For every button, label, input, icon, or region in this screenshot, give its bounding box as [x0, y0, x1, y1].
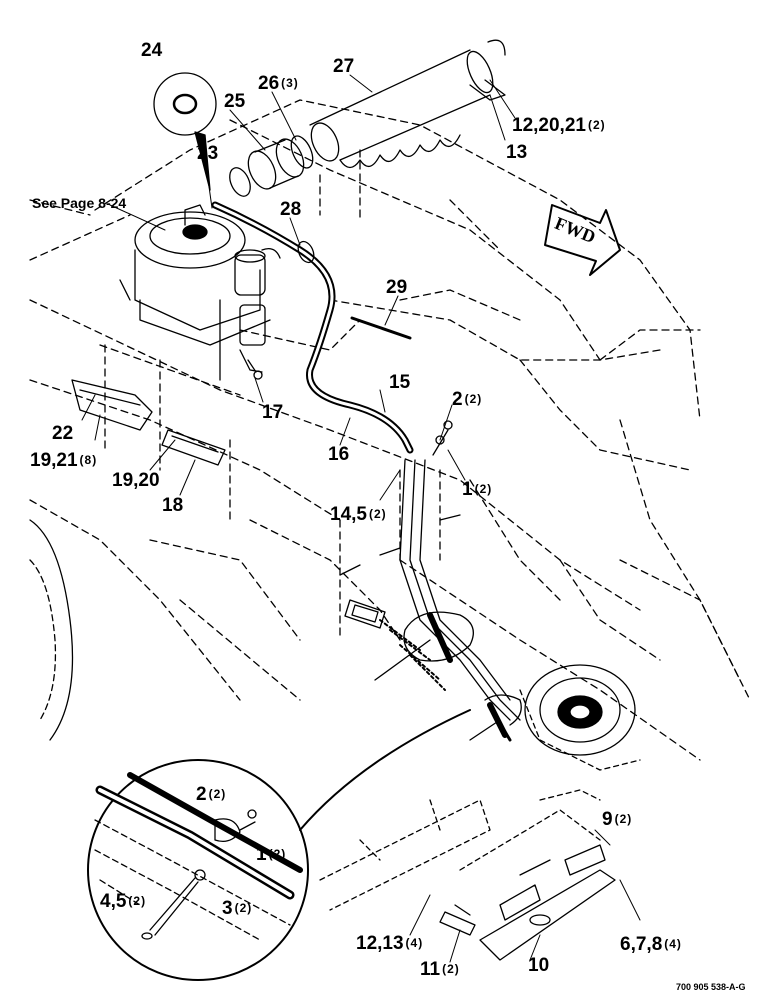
detail-callout-3: 3(2) — [222, 898, 253, 919]
hose-lower — [399, 459, 521, 742]
hose-shield — [344, 599, 522, 741]
shield-18 — [161, 429, 226, 466]
callout-10: 10 — [528, 955, 550, 976]
shield-22 — [71, 379, 153, 431]
leader-lines — [81, 74, 641, 963]
detail-callout-4-5: 4,5(2) — [100, 891, 147, 912]
detail-circle-lower — [87, 709, 471, 981]
callout-23: 23 — [197, 143, 219, 164]
clamp-28 — [297, 240, 315, 264]
detail-callout-1: 1(2) — [256, 844, 287, 865]
callout-15: 15 — [389, 372, 411, 393]
brackets-11 — [439, 904, 476, 936]
callout-24: 24 — [141, 40, 163, 61]
callout-13: 13 — [506, 142, 528, 163]
callout-18: 18 — [162, 495, 184, 516]
callout-2: 2(2) — [452, 389, 483, 410]
callout-14-5: 14,5(2) — [330, 504, 387, 525]
callout-16: 16 — [328, 444, 350, 465]
callout-1: 1(2) — [462, 479, 493, 500]
callout-11: 11(2) — [420, 959, 460, 980]
detail-callout-2: 2(2) — [196, 784, 227, 805]
wheel-hub — [519, 664, 641, 771]
callout-19-20: 19,20 — [112, 470, 160, 491]
wheel-left — [29, 519, 74, 741]
callout-9: 9(2) — [602, 809, 633, 830]
callout-19-21: 19,21(8) — [30, 450, 98, 471]
clamp-26 — [229, 135, 314, 197]
see-page-note: See Page 8-24 — [32, 195, 127, 211]
detail-circle-24 — [153, 72, 217, 191]
hose-15 — [211, 201, 414, 454]
callout-22: 22 — [52, 423, 74, 444]
fwd-arrow-icon — [544, 204, 621, 276]
bracket-assembly — [319, 789, 601, 911]
adapter-25 — [247, 138, 305, 190]
intake-tube-27 — [309, 39, 506, 169]
drawing-number: 700 905 538-A-G — [676, 982, 746, 992]
plate-10 — [479, 844, 616, 961]
callout-29: 29 — [386, 277, 408, 298]
callout-12-13: 12,13(4) — [356, 933, 424, 954]
part-29 — [350, 316, 412, 340]
machine-frame — [29, 99, 751, 761]
callout-17: 17 — [262, 402, 284, 423]
callout-27: 27 — [333, 56, 355, 77]
callout-28: 28 — [280, 199, 302, 220]
callout-12-20-21: 12,20,21(2) — [512, 115, 606, 136]
hardware — [247, 359, 461, 576]
callout-6-7-8: 6,7,8(4) — [620, 934, 682, 955]
callout-26: 26(3) — [258, 73, 299, 94]
callout-25: 25 — [224, 91, 246, 112]
